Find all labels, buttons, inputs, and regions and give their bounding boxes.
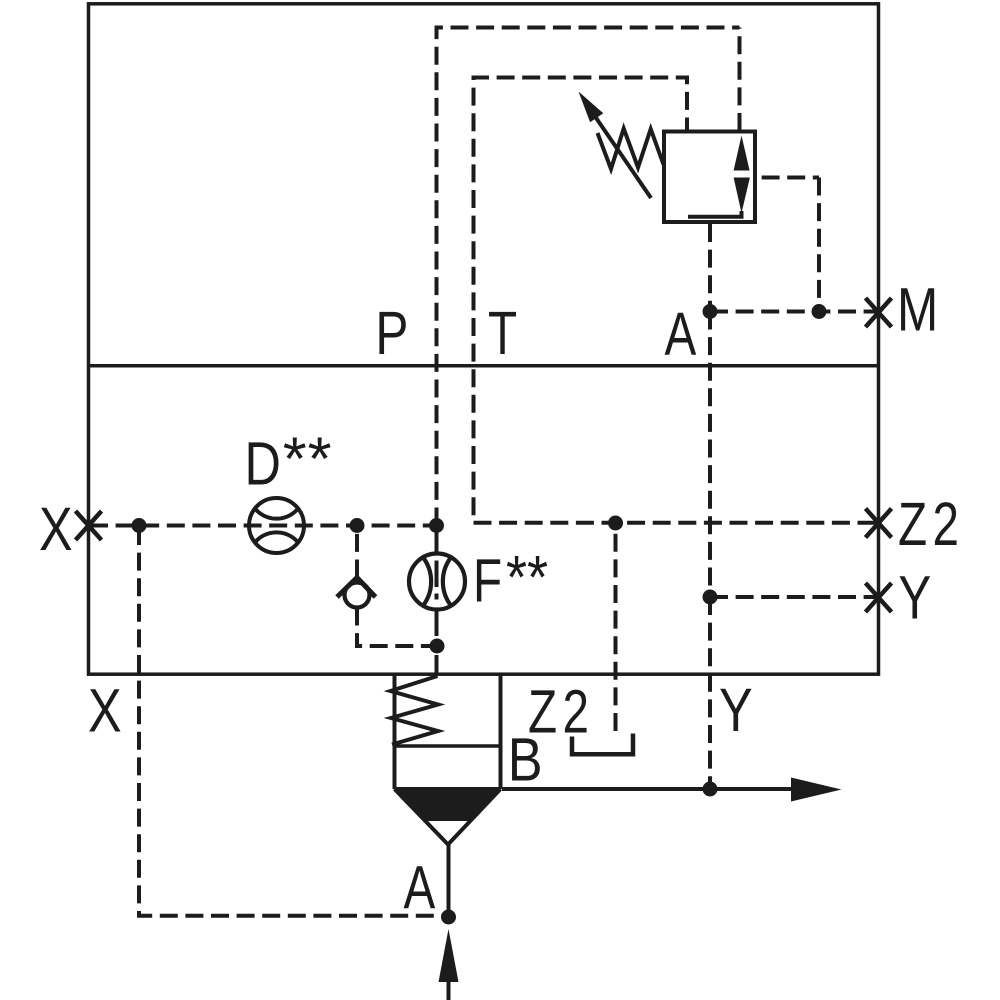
svg-text:X: X [88, 676, 122, 745]
svg-text:B: B [508, 726, 543, 795]
svg-text:Z2: Z2 [528, 677, 594, 746]
svg-text:T: T [488, 298, 517, 367]
svg-text:P: P [375, 298, 408, 367]
svg-text:Y: Y [719, 675, 753, 744]
svg-text:**: ** [283, 425, 333, 494]
svg-text:A: A [404, 853, 436, 922]
svg-text:A: A [665, 299, 697, 368]
svg-text:D: D [245, 429, 281, 498]
svg-text:F: F [473, 546, 502, 615]
svg-text:X: X [39, 494, 73, 563]
svg-text:Y: Y [898, 563, 931, 631]
svg-text:Z2: Z2 [898, 489, 964, 558]
svg-text:**: ** [506, 544, 548, 612]
svg-text:M: M [897, 274, 938, 343]
